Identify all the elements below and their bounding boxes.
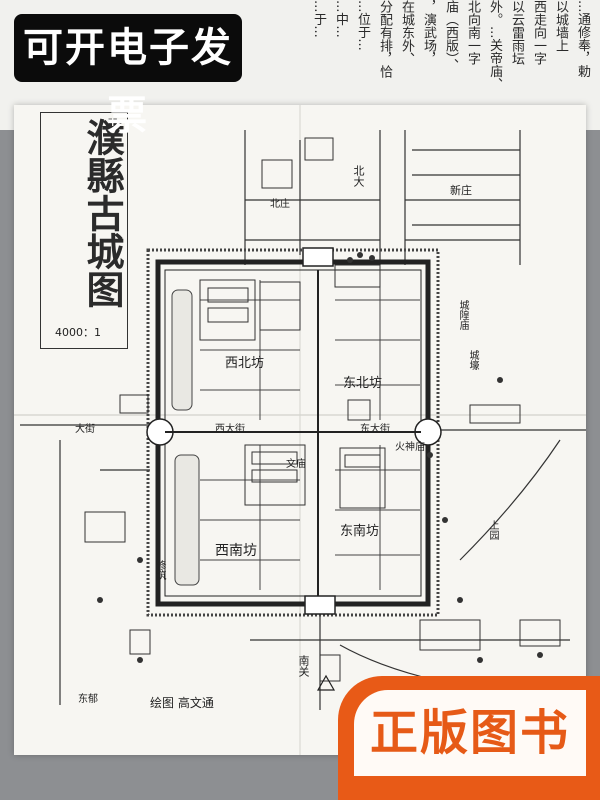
map-label: 大街: [75, 424, 95, 435]
ponds: [171, 289, 200, 586]
map-label: 西南坊: [215, 543, 257, 559]
map-title: 濮縣古城图: [80, 118, 125, 308]
map-label: 修筑: [154, 560, 165, 580]
text-column: ，演武场，: [421, 0, 436, 65]
map-label: 北大: [352, 165, 365, 187]
map-label: 文庙: [286, 459, 306, 470]
map-label: 东南坊: [340, 524, 380, 539]
map-label: 城隍庙: [457, 300, 468, 330]
text-column: ...中...: [333, 0, 348, 38]
text-column: ...通修奉，勅: [575, 0, 590, 78]
vertical-text-block: ...通修奉，勅 以城墙上 西走向一字 以云雷雨坛 外。...关帝庙、 北向南一…: [170, 0, 590, 130]
main-streets: [165, 270, 421, 596]
tower-icon: [316, 674, 336, 691]
map-scale: 4000：1: [55, 326, 101, 339]
text-column: ...位于...: [355, 0, 370, 51]
map-label: 西大街: [215, 424, 245, 435]
text-column: 西走向一字: [531, 0, 546, 65]
text-column: 在城东外、: [399, 0, 414, 65]
temple-clusters: [84, 137, 561, 682]
text-column: 庙（西版）、: [443, 0, 458, 72]
map-label: 火神庙: [395, 442, 425, 453]
genuine-book-banner: 正版图书: [338, 676, 600, 800]
map-label: 新庄: [450, 184, 472, 197]
text-column: 外。...关帝庙、: [487, 0, 502, 91]
text-column: 北向南一字: [465, 0, 480, 65]
map-author: 绘图 高文通: [150, 696, 214, 710]
gates: [146, 247, 442, 615]
trees: [97, 252, 543, 663]
text-column: 以城墙上: [553, 0, 568, 52]
map-label: 上园: [487, 520, 498, 540]
invoice-banner: 可开电子发票: [14, 14, 242, 139]
map-label: 西北坊: [225, 356, 265, 371]
map-label: 东大街: [360, 424, 390, 435]
genuine-book-text: 正版图书: [354, 690, 586, 776]
map-label: 东北坊: [343, 376, 383, 391]
map-label: 北庄: [270, 199, 290, 210]
map-label: 南关: [297, 655, 310, 677]
map-label: 东郁: [78, 694, 98, 705]
text-column: 分配有排，恰: [377, 0, 392, 78]
map-label: 城壕: [467, 350, 478, 370]
text-column: 以云雷雨坛: [509, 0, 524, 65]
text-column: ...于...: [311, 0, 326, 38]
map-title-box: [40, 112, 128, 349]
lanes: [200, 280, 420, 590]
